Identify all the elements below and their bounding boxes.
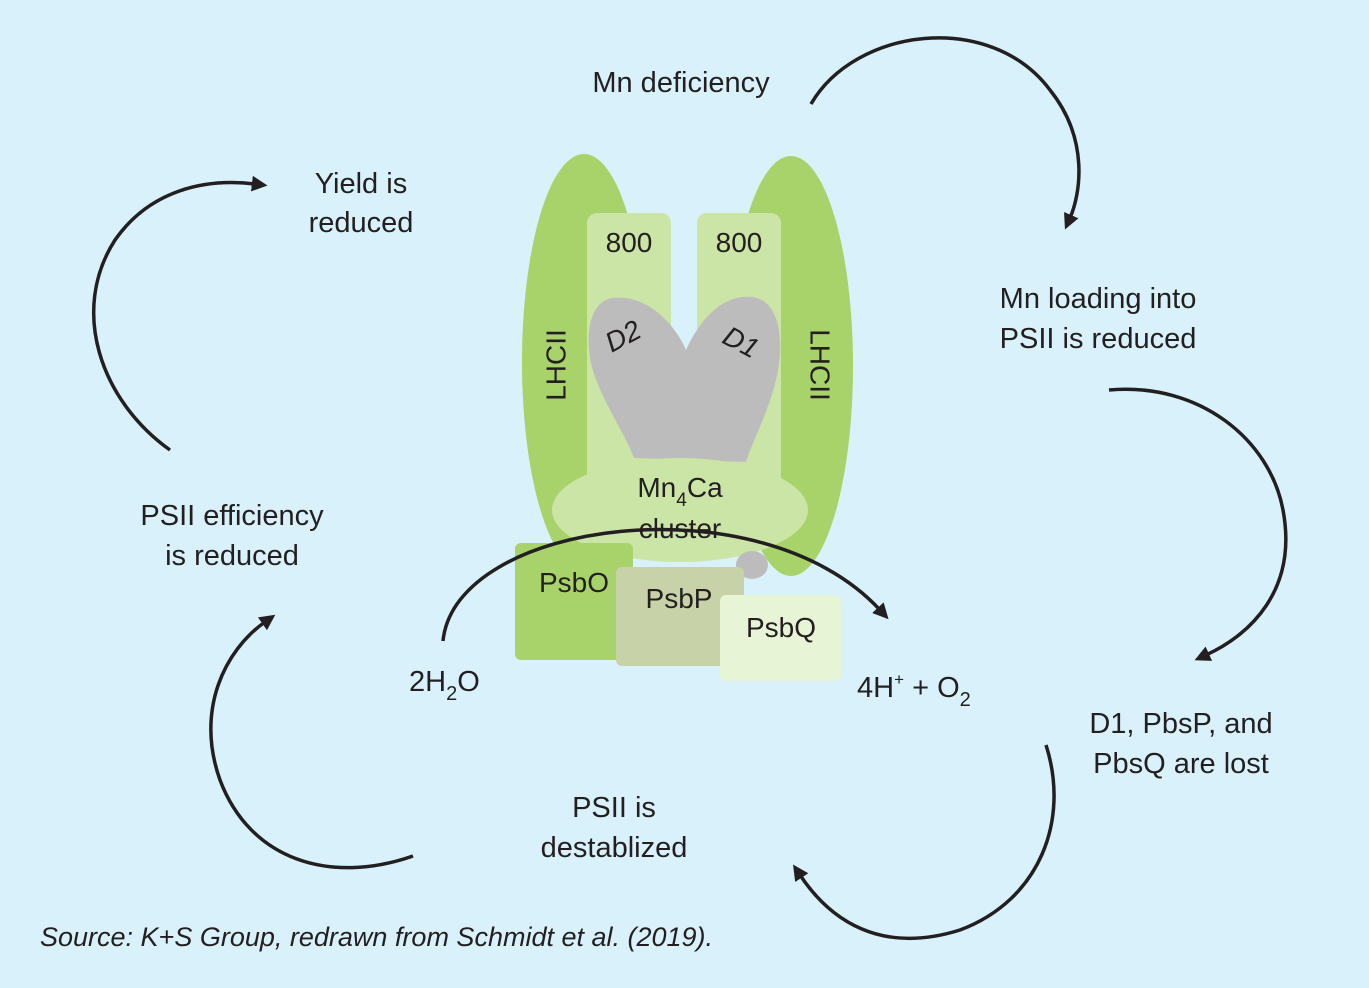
step-mn-loading-line2: PSII is reduced (1000, 323, 1197, 355)
psbo-shape (515, 543, 633, 660)
step-yield-reduced-line1: Yield is (315, 168, 407, 200)
d1-d2-heart-shape (588, 296, 781, 462)
cycle-arrow-1 (809, 36, 1081, 230)
step-mn-deficiency: Mn deficiency (592, 67, 770, 99)
source-caption: Source: K+S Group, redrawn from Schmidt … (40, 922, 714, 952)
step-psii-destabilized-line1: PSII is (572, 792, 656, 824)
water-oxidation-arrow (441, 527, 889, 642)
step-mn-loading-line1: Mn loading into (1000, 283, 1197, 315)
lhcii-right-label: LHCII (805, 329, 836, 401)
cycle-arrow-3 (793, 744, 1056, 940)
psbq-shape (720, 595, 841, 681)
psbp-shape (616, 567, 744, 666)
mn4ca-cluster-label: Mn4Ca (637, 472, 723, 511)
psii-complex (515, 154, 853, 681)
step-proteins-lost-line2: PbsQ are lost (1093, 748, 1269, 780)
psbo-label: PsbO (539, 567, 609, 598)
step-psii-efficiency-line1: PSII efficiency (140, 500, 324, 532)
subunit-800-right-label: 800 (716, 227, 763, 258)
subunit-800-left-label: 800 (606, 227, 653, 258)
step-proteins-lost-line1: D1, PbsP, and (1089, 708, 1272, 740)
lhcii-left-label: LHCII (540, 329, 571, 401)
psbq-label: PsbQ (746, 612, 816, 643)
mn4ca-cluster-shape (552, 458, 808, 562)
psbp-label: PsbP (646, 583, 713, 614)
cycle-arrow-4 (209, 614, 414, 870)
product-4h-o2: 4H+ + O2 (857, 670, 971, 711)
step-psii-destabilized-line2: destablized (541, 832, 688, 864)
step-yield-reduced-line2: reduced (309, 207, 414, 239)
cycle-arrow-5 (92, 175, 268, 452)
cycle-arrow-2 (1108, 387, 1288, 661)
reactant-2h2o: 2H2O (409, 666, 480, 705)
gray-tail-shape (736, 551, 768, 579)
step-psii-efficiency-line2: is reduced (165, 540, 299, 572)
